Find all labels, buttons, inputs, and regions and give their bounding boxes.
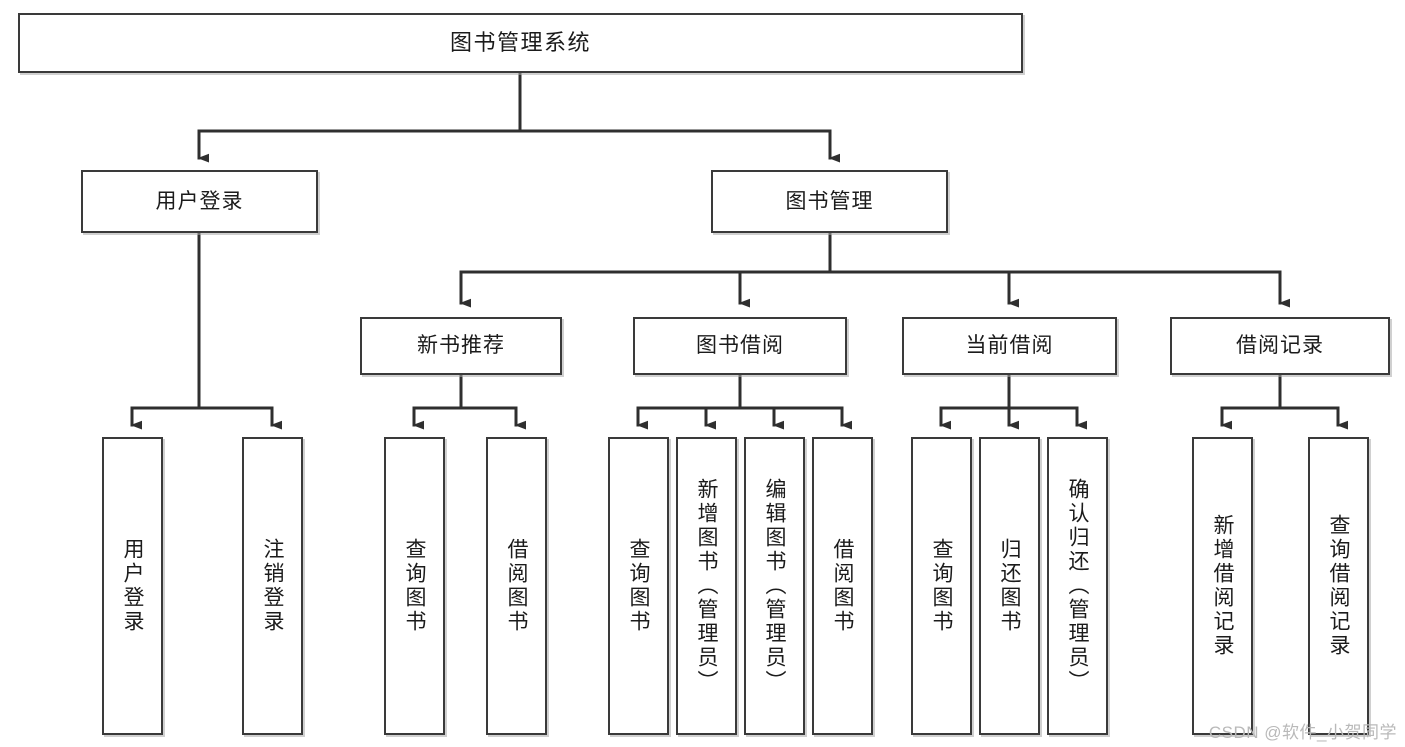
node-label: 查询图书 (930, 538, 953, 634)
node-leaf-return-book[interactable]: 归还图书 (979, 437, 1040, 735)
watermark: CSDN @软件_小贺同学 (1208, 723, 1397, 742)
node-current-borrowing[interactable]: 当前借阅 (902, 317, 1117, 375)
node-book-borrowing[interactable]: 图书借阅 (633, 317, 847, 375)
node-borrowing-record[interactable]: 借阅记录 (1170, 317, 1390, 375)
node-leaf-query-book-1[interactable]: 查询图书 (384, 437, 445, 735)
node-label: 图书管理系统 (449, 29, 591, 55)
node-leaf-logout[interactable]: 注销登录 (242, 437, 303, 735)
node-new-book-recommendation[interactable]: 新书推荐 (360, 317, 562, 375)
node-leaf-borrow-book-2[interactable]: 借阅图书 (812, 437, 873, 735)
node-label: 用户登录 (155, 189, 244, 213)
node-label: 新增借阅记录 (1211, 514, 1234, 658)
node-root-book-management-system[interactable]: 图书管理系统 (18, 13, 1023, 73)
node-leaf-user-login[interactable]: 用户登录 (102, 437, 163, 735)
node-leaf-query-borrow-record[interactable]: 查询借阅记录 (1308, 437, 1369, 735)
node-leaf-query-book-2[interactable]: 查询图书 (608, 437, 669, 735)
node-label: 注销登录 (261, 538, 284, 634)
node-label: 借阅图书 (505, 538, 528, 634)
node-label: 借阅记录 (1236, 334, 1324, 358)
node-label: 用户登录 (121, 538, 144, 634)
node-label: 新书推荐 (417, 334, 505, 358)
node-user-login[interactable]: 用户登录 (81, 170, 318, 233)
node-label: 当前借阅 (965, 334, 1054, 358)
node-label: 查询图书 (403, 538, 426, 634)
node-label: 借阅图书 (831, 538, 854, 634)
node-label: 确认归还（管理员） (1066, 478, 1089, 694)
node-label: 图书管理 (785, 189, 874, 213)
node-label: 归还图书 (998, 538, 1021, 634)
node-label: 图书借阅 (696, 334, 784, 358)
node-label: 编辑图书（管理员） (763, 478, 786, 694)
node-leaf-add-book[interactable]: 新增图书（管理员） (676, 437, 737, 735)
node-label: 新增图书（管理员） (695, 478, 718, 694)
node-leaf-borrow-book-1[interactable]: 借阅图书 (486, 437, 547, 735)
node-leaf-edit-book[interactable]: 编辑图书（管理员） (744, 437, 805, 735)
node-book-management[interactable]: 图书管理 (711, 170, 948, 233)
node-leaf-add-borrow-record[interactable]: 新增借阅记录 (1192, 437, 1253, 735)
node-leaf-query-book-3[interactable]: 查询图书 (911, 437, 972, 735)
node-leaf-confirm-return[interactable]: 确认归还（管理员） (1047, 437, 1108, 735)
node-label: 查询图书 (627, 538, 650, 634)
node-label: 查询借阅记录 (1327, 514, 1350, 658)
